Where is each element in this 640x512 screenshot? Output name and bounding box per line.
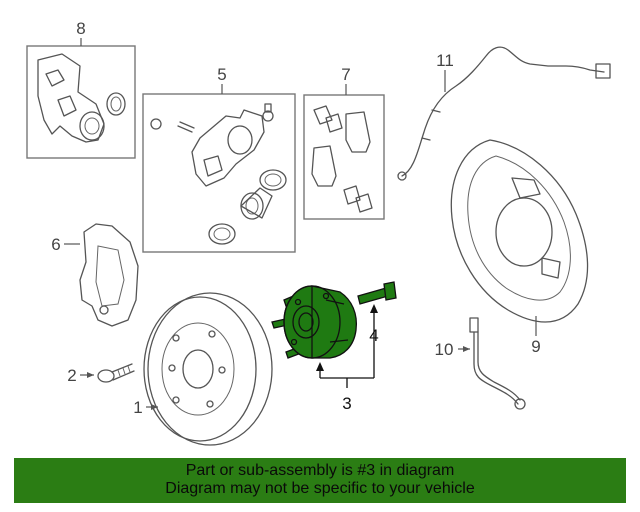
callout-3-4-leaders bbox=[316, 304, 378, 388]
callout-7: 7 bbox=[341, 65, 350, 84]
callout-11: 11 bbox=[436, 51, 454, 70]
callout-8: 8 bbox=[76, 19, 85, 38]
part-3-hub-bearing[interactable] bbox=[271, 285, 358, 359]
part-4-hub-bolt[interactable] bbox=[357, 281, 397, 305]
part-11-speed-sensor[interactable] bbox=[397, 46, 611, 181]
callout-3: 3 bbox=[342, 394, 351, 413]
part-8-knuckle-group[interactable] bbox=[26, 38, 136, 159]
part-2-rotor-screw[interactable] bbox=[80, 363, 135, 383]
callout-5: 5 bbox=[217, 65, 226, 84]
part-7-brake-pads-group[interactable] bbox=[303, 84, 385, 220]
part-5-caliper-group[interactable] bbox=[142, 84, 296, 253]
part-6-caliper-bracket[interactable] bbox=[64, 223, 139, 327]
part-10-brake-hose[interactable] bbox=[458, 317, 526, 410]
info-banner: Part or sub-assembly is #3 in diagram Di… bbox=[14, 458, 626, 503]
callout-6: 6 bbox=[51, 235, 60, 254]
part-9-backing-plate[interactable] bbox=[450, 139, 589, 336]
part-1-rotor[interactable] bbox=[143, 292, 273, 446]
callout-10: 10 bbox=[435, 340, 454, 359]
callout-2: 2 bbox=[67, 366, 76, 385]
banner-line-1: Part or sub-assembly is #3 in diagram bbox=[185, 462, 455, 479]
callout-4: 4 bbox=[369, 326, 378, 345]
callout-9: 9 bbox=[531, 337, 540, 356]
callout-1: 1 bbox=[133, 398, 142, 417]
banner-line-2: Diagram may not be specific to your vehi… bbox=[165, 480, 475, 497]
